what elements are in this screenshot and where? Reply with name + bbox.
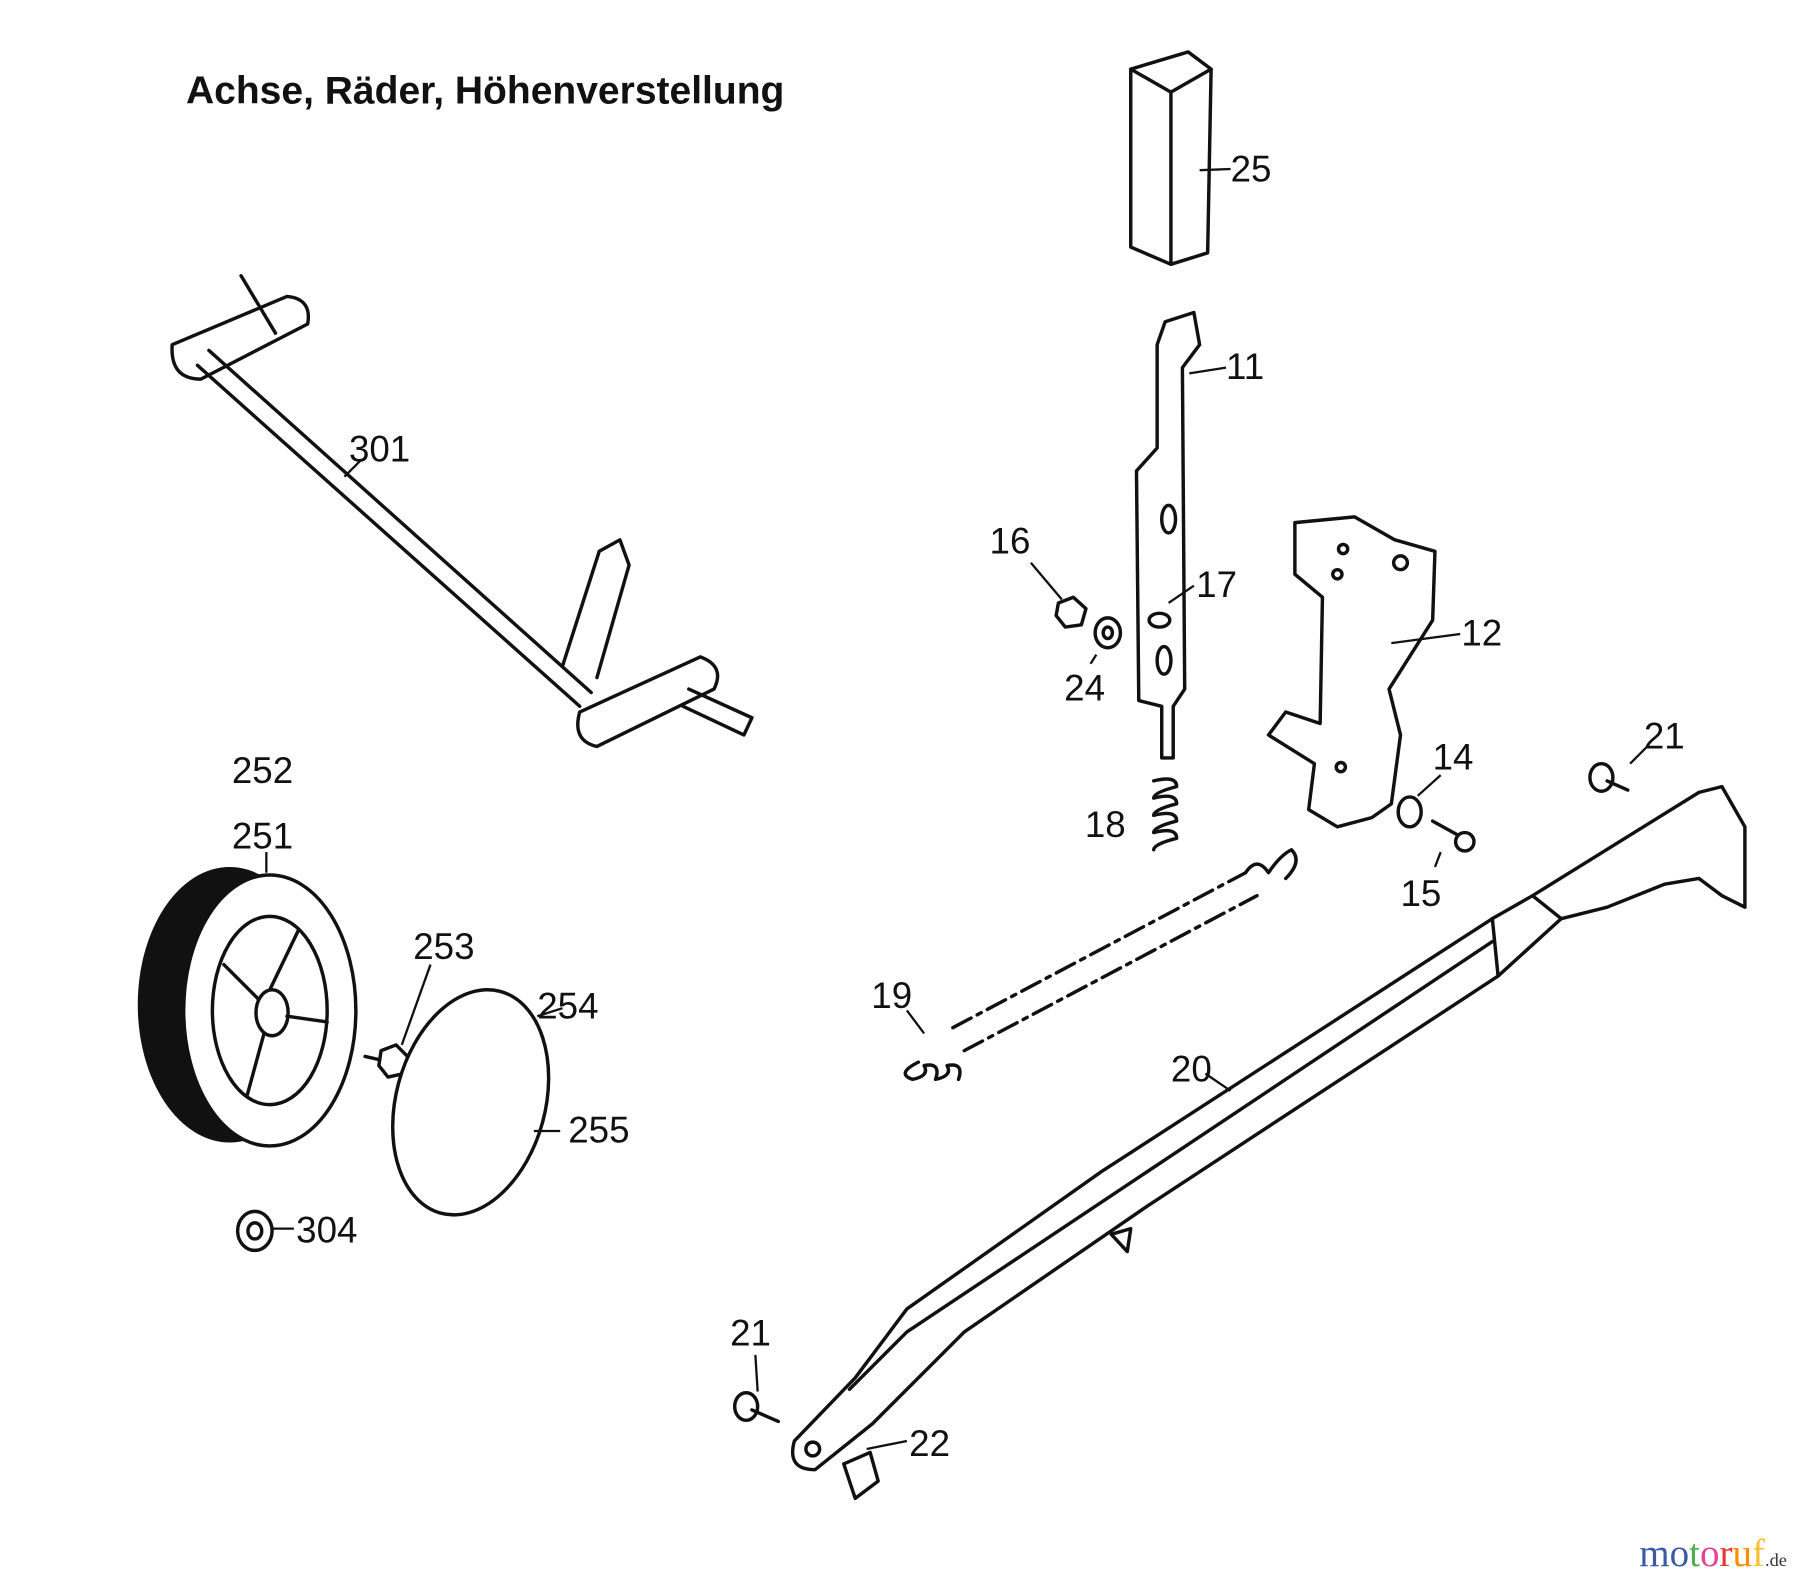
part-24-washer	[1089, 616, 1123, 665]
label-16: 16	[990, 521, 1031, 562]
label-12: 12	[1461, 612, 1502, 653]
label-22: 22	[909, 1423, 950, 1464]
label-304: 304	[296, 1209, 357, 1250]
part-19-spring	[903, 848, 1298, 1082]
diagram-title: Achse, Räder, Höhenverstellung	[186, 70, 784, 113]
watermark-suffix: .de	[1765, 1550, 1787, 1570]
label-255: 255	[568, 1109, 629, 1150]
part-254-255-hubcap	[390, 988, 563, 1217]
part-18-spring	[1151, 777, 1179, 852]
label-14: 14	[1433, 736, 1474, 777]
part-20-lever-arm	[790, 784, 1747, 1472]
label-25: 25	[1231, 149, 1272, 190]
part-11-lever	[1134, 310, 1227, 760]
watermark-letter: o	[1700, 1532, 1720, 1575]
label-252: 252	[232, 750, 293, 791]
label-17: 17	[1196, 564, 1237, 605]
label-11: 11	[1226, 346, 1264, 387]
part-16-nut	[1029, 562, 1088, 629]
part-12-bracket	[1266, 515, 1461, 829]
part-14-washer	[1396, 774, 1442, 829]
part-25-cap	[1129, 50, 1231, 267]
label-253: 253	[413, 926, 474, 967]
watermark-letter: r	[1720, 1532, 1733, 1575]
label-21-bottom: 21	[730, 1313, 771, 1354]
label-20: 20	[1171, 1049, 1212, 1090]
label-18: 18	[1085, 804, 1126, 845]
label-21-top: 21	[1644, 716, 1685, 757]
part-251-252-wheel	[137, 852, 358, 1148]
watermark-letter: u	[1733, 1532, 1753, 1575]
watermark-letter: f	[1752, 1532, 1765, 1575]
label-24: 24	[1064, 668, 1105, 709]
part-304-washer	[235, 1209, 294, 1253]
part-21-pin-top	[1588, 745, 1649, 793]
label-251: 251	[232, 816, 293, 857]
watermark-letter: o	[1670, 1532, 1690, 1575]
label-254: 254	[537, 986, 598, 1027]
label-301: 301	[349, 429, 410, 470]
part-15-screw	[1430, 819, 1476, 868]
label-19: 19	[871, 975, 912, 1016]
part-301-axle	[170, 274, 754, 749]
watermark-letter: t	[1689, 1532, 1700, 1575]
part-22-clip	[842, 1439, 908, 1501]
part-21-pin-bottom	[732, 1354, 781, 1424]
part-17-leader	[1167, 584, 1195, 604]
label-15: 15	[1401, 873, 1442, 914]
watermark-letter: m	[1639, 1532, 1669, 1575]
watermark-logo: motoruf.de	[1639, 1532, 1787, 1575]
